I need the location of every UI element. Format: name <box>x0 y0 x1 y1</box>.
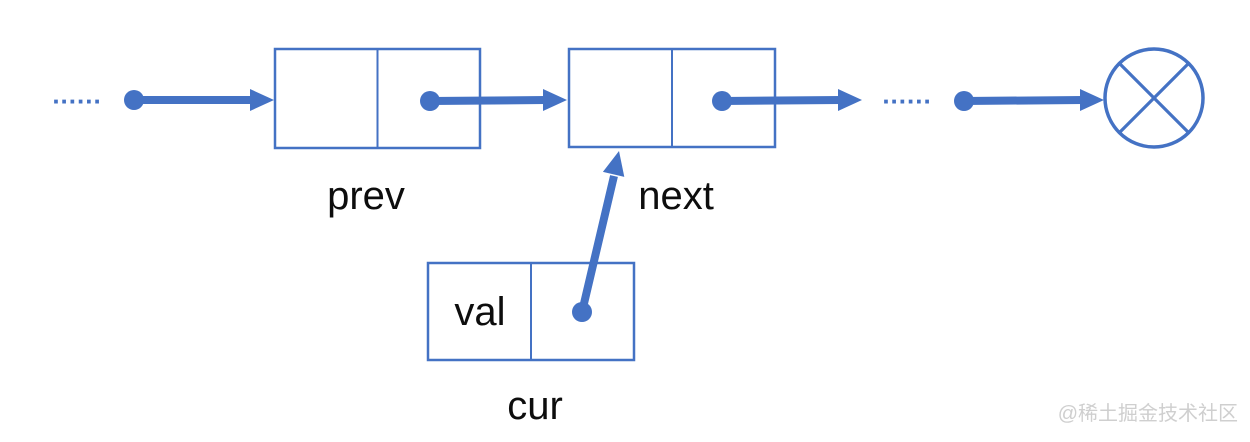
arrow-head-icon <box>1080 89 1104 111</box>
null-circle <box>1103 47 1205 149</box>
next-label: next <box>638 174 714 218</box>
pointer-arrow-cur-to-next <box>572 151 625 322</box>
arrow-head-icon <box>543 89 567 111</box>
arrow-shaft <box>578 175 618 313</box>
null-cross-line <box>1118 62 1190 134</box>
ellipsis-right: ...... <box>882 79 932 110</box>
watermark-text: @稀土掘金技术社区 <box>1057 403 1238 425</box>
arrow-shaft <box>963 96 1084 105</box>
pointer-arrow-into-null <box>954 89 1104 111</box>
arrow-head-icon <box>602 151 625 177</box>
null-terminator-icon <box>1103 47 1205 149</box>
arrow-shaft <box>429 96 547 105</box>
pointer-arrow-prev-to-next <box>420 89 567 111</box>
pointer-arrow-into-prev <box>124 89 274 111</box>
arrow-head-icon <box>838 89 862 111</box>
pointer-arrow-next-onward <box>712 89 862 111</box>
ellipsis-left: ...... <box>52 79 102 110</box>
arrow-head-icon <box>250 89 274 111</box>
prev-label: prev <box>327 174 405 218</box>
cur-node-box <box>426 261 636 362</box>
arrow-shaft <box>721 96 842 105</box>
val-cell-label: val <box>454 290 506 334</box>
cur-label: cur <box>507 384 563 428</box>
